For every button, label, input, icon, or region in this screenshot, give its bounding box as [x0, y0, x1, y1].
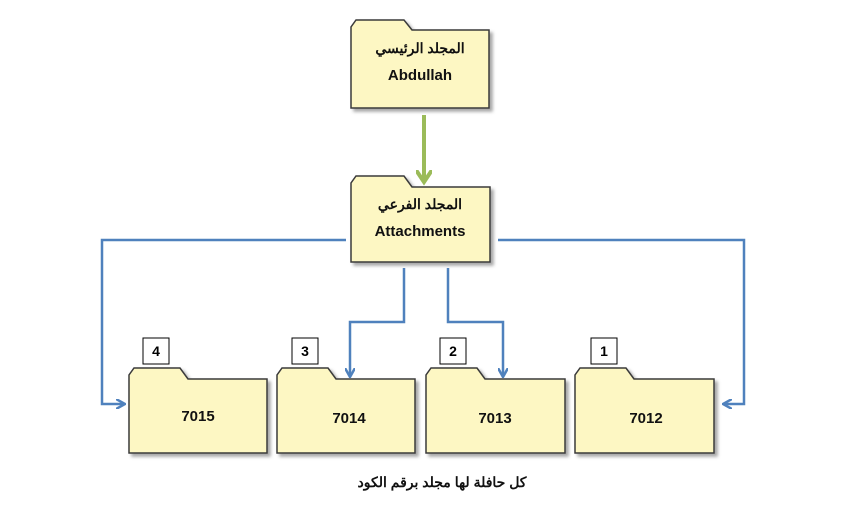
folder-shape: [276, 367, 416, 454]
index-number: 1: [600, 343, 608, 359]
connector-to-7015: [100, 238, 346, 404]
caption: كل حافلة لها مجلد برقم الكود: [358, 474, 527, 491]
root-folder-shape: [350, 19, 490, 109]
index-box: [291, 337, 319, 365]
connector-to-7014: [350, 268, 406, 376]
sub-folder[interactable]: المجلد الفرعي Attachments: [350, 175, 491, 263]
index-number: 2: [449, 343, 457, 359]
code-folder-7012[interactable]: 1 7012: [574, 337, 715, 454]
root-folder-name: Abdullah: [388, 67, 452, 84]
connector-to-7012: [498, 238, 746, 404]
folder-code: 7015: [181, 408, 214, 425]
index-number: 3: [301, 343, 309, 359]
folder-code: 7014: [332, 410, 366, 427]
index-box: [142, 337, 170, 365]
folder-code: 7013: [478, 410, 511, 427]
connector-to-7013: [446, 268, 503, 376]
code-folder-7014[interactable]: 3 7014: [276, 337, 416, 454]
sub-folder-name: Attachments: [375, 223, 466, 240]
sub-folder-label-ar: المجلد الفرعي: [378, 196, 462, 213]
root-folder[interactable]: المجلد الرئيسي Abdullah: [350, 19, 490, 109]
code-folder-7013[interactable]: 2 7013: [425, 337, 566, 454]
folder-shape: [574, 367, 715, 454]
root-folder-label-ar: المجلد الرئيسي: [375, 40, 464, 57]
folder-shape: [128, 367, 268, 454]
code-folder-7015[interactable]: 4 7015: [128, 337, 268, 454]
index-box: [590, 337, 618, 365]
index-number: 4: [152, 343, 160, 359]
index-box: [439, 337, 467, 365]
folder-code: 7012: [629, 410, 662, 427]
folder-shape: [425, 367, 566, 454]
sub-folder-shape: [350, 175, 491, 263]
